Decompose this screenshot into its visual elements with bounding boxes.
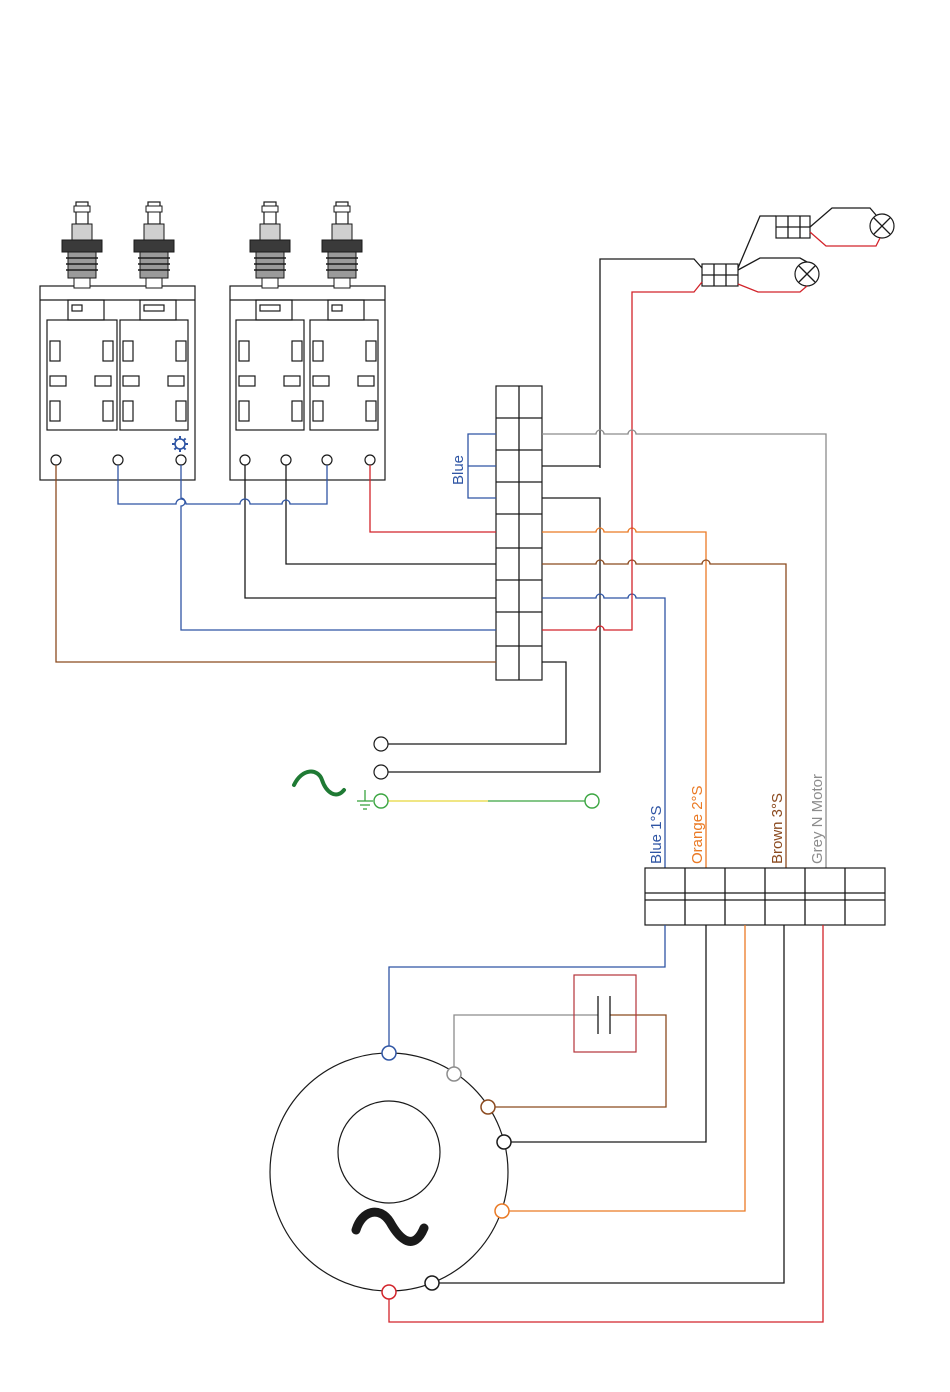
label-grey-n-motor: Grey N Motor (809, 774, 826, 864)
push-button-switch (322, 202, 362, 288)
motor-terminal-red (382, 1285, 396, 1299)
motor-terminal-black-2 (425, 1276, 439, 1290)
label-blue-1s: Blue 1°S (648, 805, 665, 864)
terminal-dot (240, 455, 250, 465)
terminal-block-main (496, 386, 542, 680)
motor-terminal-brown (481, 1100, 495, 1114)
label-blue-bridge: Blue (450, 455, 467, 485)
lamp (795, 262, 819, 286)
motor-terminal-blue (382, 1046, 396, 1060)
mains-input (294, 737, 599, 809)
push-button-switch (134, 202, 174, 288)
terminal-dot (365, 455, 375, 465)
switch-block-left (40, 286, 195, 480)
motor (270, 1046, 511, 1299)
push-button-plungers (62, 202, 362, 288)
ground-symbol (357, 790, 373, 809)
ac-source-symbol (294, 772, 344, 795)
terminal-dot (113, 455, 123, 465)
capacitor (574, 975, 636, 1052)
motor-terminal-grey (447, 1067, 461, 1081)
motor-terminal-black (497, 1135, 511, 1149)
switch-block-right (230, 286, 385, 480)
label-orange-2s: Orange 2°S (689, 785, 706, 864)
terminal-dot (322, 455, 332, 465)
push-button-switch (250, 202, 290, 288)
push-button-switch (62, 202, 102, 288)
terminal-dot (281, 455, 291, 465)
motor-terminal-orange (495, 1204, 509, 1218)
terminal-dot (51, 455, 61, 465)
motor-terminal-board (645, 868, 885, 925)
label-brown-3s: Brown 3°S (769, 793, 786, 864)
lamp (870, 214, 894, 238)
terminal-dot (176, 455, 186, 465)
